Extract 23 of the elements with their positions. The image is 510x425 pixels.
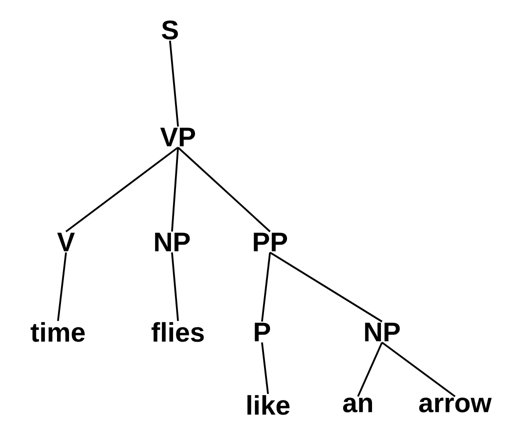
tree-branch	[261, 252, 271, 322]
tree-label: S	[162, 20, 178, 40]
tree-label: P	[254, 322, 270, 342]
tree-branch	[381, 342, 456, 398]
tree-branch	[169, 40, 179, 127]
tree-label: flies	[152, 322, 204, 342]
tree-label: NP	[365, 322, 400, 342]
tree-branch	[57, 252, 67, 322]
tree-label: V	[57, 232, 75, 252]
tree-label: NP	[155, 232, 190, 252]
tree-branch	[261, 342, 269, 394]
tree-label: arrow	[419, 398, 492, 412]
tree-branch	[177, 146, 271, 232]
tree-branch	[65, 146, 179, 232]
tree-label: like	[247, 395, 290, 415]
tree-label: an	[343, 398, 372, 412]
tree-branch	[270, 252, 382, 322]
tree-branch	[171, 252, 179, 321]
tree-label: time	[30, 322, 85, 342]
tree-label: PP	[254, 232, 288, 252]
tree-branch	[357, 342, 383, 397]
tree-branch	[171, 147, 179, 232]
tree-label: VP	[160, 128, 196, 146]
